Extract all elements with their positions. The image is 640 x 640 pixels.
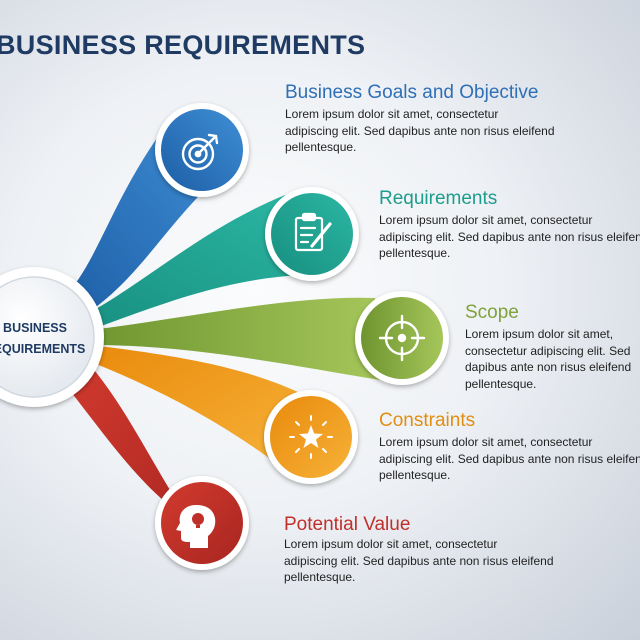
item-body: Lorem ipsum dolor sit amet, consectetur … [379,435,640,482]
item-scope: Scope Lorem ipsum dolor sit amet, consec… [465,302,637,392]
circle-potential-value [155,476,249,570]
item-business-goals: Business Goals and Objective Lorem ipsum… [285,82,555,156]
item-requirements: Requirements Lorem ipsum dolor sit amet,… [379,188,640,262]
item-heading: Constraints [379,410,476,431]
center-circle-inner [0,276,95,398]
head-bulb-icon [176,505,216,548]
ribbon-green [90,297,380,380]
item-constraints: Constraints Lorem ipsum dolor sit amet, … [379,410,640,484]
center-label-line1: BUSINESS [3,321,67,335]
item-heading: Business Goals and Objective [285,82,539,103]
item-body: Lorem ipsum dolor sit amet, consectetur … [465,327,632,391]
target-arrow-icon [181,133,219,171]
item-heading: Scope [465,302,519,323]
ribbon-teal [80,195,300,330]
item-heading: Potential Value [284,514,411,535]
center-label: BUSINESS REQUIREMENTS [0,318,90,360]
item-body: Lorem ipsum dolor sit amet, consectetur … [284,537,554,584]
item-heading: Requirements [379,188,498,209]
crosshair-icon [378,314,426,362]
circle-requirements [265,187,359,281]
circle-scope [355,291,449,385]
item-body: Lorem ipsum dolor sit amet, consectetur … [379,213,640,260]
circle-business-goals [155,103,249,197]
clipboard-pencil-icon [294,212,332,252]
page-title: BUSINESS REQUIREMENTS [0,30,366,60]
circle-constraints [264,390,358,484]
star-burst-icon [289,415,333,459]
ribbon-red [60,360,225,535]
item-body: Lorem ipsum dolor sit amet, consectetur … [285,107,555,154]
center-label-line2: REQUIREMENTS [0,342,86,356]
item-potential-value: Potential Value Lorem ipsum dolor sit am… [284,514,554,586]
ribbon-orange [86,345,300,470]
